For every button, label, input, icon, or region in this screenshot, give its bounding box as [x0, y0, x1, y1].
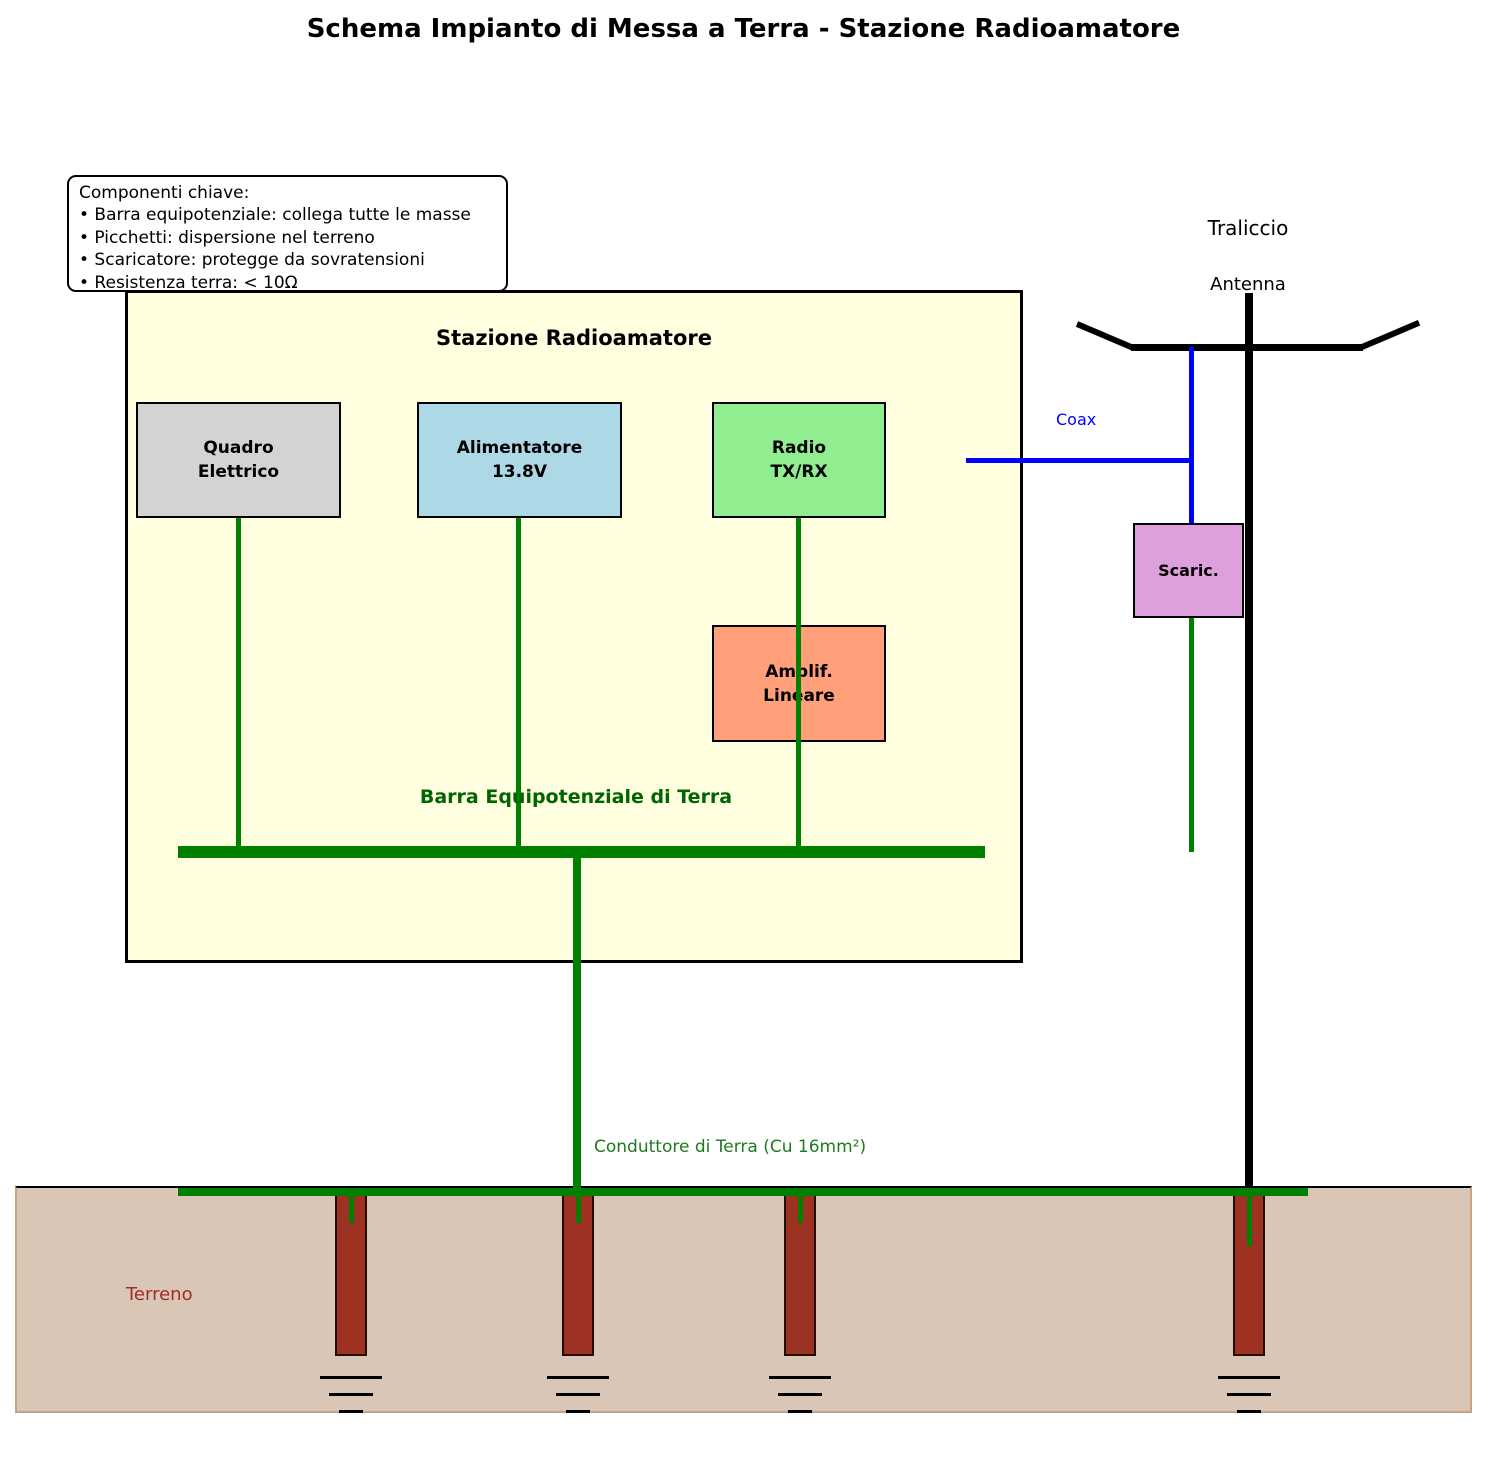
earth-symbol [788, 1410, 812, 1413]
earth-symbol [769, 1376, 831, 1379]
earth-symbol [329, 1393, 373, 1396]
component-quadro-elettrico: Quadro Elettrico [136, 402, 341, 518]
component-label: Radio TX/RX [770, 438, 828, 482]
ground-wire-radio-amplifier [796, 518, 801, 848]
earth-symbol [1237, 1410, 1261, 1413]
diagram-title: Schema Impianto di Messa a Terra - Stazi… [306, 14, 1181, 44]
earth-symbol [1218, 1376, 1280, 1379]
antenna-boom [1131, 344, 1363, 351]
antenna-element-left [1075, 321, 1136, 351]
surge-arrester-label: Scaric. [1158, 561, 1219, 580]
tower-mast [1245, 293, 1253, 1190]
earth-symbol [778, 1393, 822, 1396]
earth-conductor [573, 852, 581, 1192]
component-label: Quadro Elettrico [197, 438, 280, 482]
earth-symbol [547, 1376, 609, 1379]
equipotential-bus-bar [178, 846, 985, 858]
component-radio-txrx: Radio TX/RX [712, 402, 886, 518]
antenna-label: Antenna [1210, 274, 1286, 295]
buried-ring-conductor [178, 1188, 1308, 1196]
surge-arrester-box: Scaric. [1133, 523, 1244, 618]
ground-rod-wire [1247, 1188, 1252, 1246]
component-label: Alimentatore 13.8V [456, 438, 583, 482]
ground-rod [784, 1188, 816, 1356]
earth-symbol [339, 1410, 363, 1413]
station-title: Stazione Radioamatore [436, 326, 712, 350]
coax-label: Coax [1056, 410, 1097, 429]
tower-label: Traliccio [1207, 216, 1289, 240]
earth-symbol [566, 1410, 590, 1413]
ground-rod-wire [576, 1188, 581, 1223]
soil-area [15, 1186, 1472, 1413]
ground-rod [335, 1188, 367, 1356]
ground-rod-wire [798, 1188, 803, 1223]
earth-conductor-label: Conduttore di Terra (Cu 16mm²) [594, 1137, 867, 1157]
earth-symbol [556, 1393, 600, 1396]
coax-line-vertical [1189, 347, 1194, 523]
note-item: • Resistenza terra: < 10Ω [79, 272, 298, 293]
coax-line-horizontal [966, 458, 1193, 463]
surge-arrester-ground-wire [1189, 618, 1194, 852]
earth-symbol [320, 1376, 382, 1379]
note-heading: Componenti chiave: [79, 183, 250, 203]
note-item: • Scaricatore: protegge da sovratensioni [79, 250, 425, 271]
note-item: • Picchetti: dispersione nel terreno [79, 227, 375, 248]
note-item: • Barra equipotenziale: collega tutte le… [79, 205, 471, 226]
key-components-note: Componenti chiave: • Barra equipotenzial… [67, 175, 508, 293]
ground-wire-alimentatore [516, 518, 521, 848]
soil-label: Terreno [126, 1284, 193, 1305]
antenna-element-right [1360, 320, 1421, 350]
ground-rod-wire [349, 1188, 354, 1223]
ground-wire-quadro [236, 518, 241, 848]
bus-bar-label: Barra Equipotenziale di Terra [419, 786, 733, 808]
earth-symbol [1227, 1393, 1271, 1396]
component-alimentatore: Alimentatore 13.8V [417, 402, 622, 518]
